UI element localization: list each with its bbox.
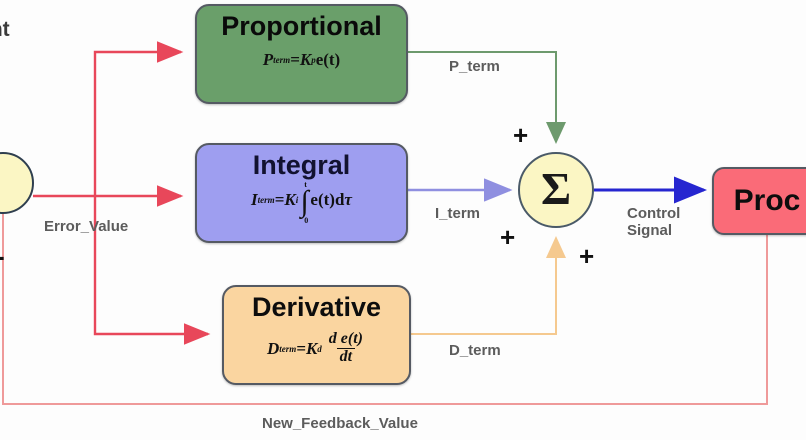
i-formula-lhs: I: [251, 189, 258, 209]
derivative-numerator: d e(t): [328, 330, 363, 348]
derivative-fraction: d e(t) dt: [326, 331, 366, 366]
label-control-signal-line1: Control: [627, 205, 681, 222]
d-formula-gain-sub: d: [317, 343, 322, 354]
label-control-signal: Control Signal: [627, 205, 680, 240]
i-formula-rhs: e(t)d: [310, 189, 345, 209]
block-integral-title: Integral: [252, 150, 351, 180]
i-formula-gain-sub: i: [295, 194, 299, 205]
p-formula-lhs-sub: term: [273, 55, 291, 66]
feedback-line: [2, 214, 768, 405]
p-term-line: [408, 51, 566, 144]
i-formula-lhs-sub: term: [257, 194, 275, 205]
error-minus-icon: -: [0, 243, 5, 269]
integral-upper-limit: t: [304, 180, 307, 190]
error-to-proportional-line: [93, 41, 184, 196]
i-formula-gain: K: [284, 189, 296, 209]
sum-plus-top-icon: +: [513, 120, 529, 150]
sum-plus-bottom-icon: +: [579, 241, 595, 271]
integral-lower-limit: 0: [304, 215, 309, 225]
block-process-title: Proc: [733, 184, 801, 218]
p-formula-gain-sub: p: [311, 55, 316, 66]
label-p-term: P_term: [449, 58, 500, 75]
p-formula-lhs: P: [262, 50, 274, 70]
block-derivative-title: Derivative: [251, 292, 382, 322]
label-i-term: I_term: [435, 205, 481, 222]
label-new-feedback-value: New_Feedback_Value: [262, 415, 418, 432]
d-formula-lhs-sub: term: [279, 343, 297, 354]
sum-plus-left-icon: +: [500, 222, 516, 252]
summation-node[interactable]: Σ: [518, 152, 594, 228]
label-setpoint: int: [0, 18, 10, 41]
sigma-icon: Σ: [540, 163, 572, 214]
block-proportional-title: Proportional: [221, 11, 382, 41]
error-path-group: [33, 41, 211, 345]
d-formula-gain: K: [305, 338, 318, 358]
i-formula-eq: =: [274, 189, 285, 209]
label-error-value: Error_Value: [44, 218, 129, 235]
d-formula-lhs: D: [266, 338, 280, 358]
d-term-line: [411, 236, 566, 335]
i-formula-tau: τ: [344, 189, 352, 209]
p-formula-eq: =: [290, 50, 300, 70]
d-formula-eq: =: [296, 338, 306, 358]
error-to-derivative-line: [93, 196, 211, 345]
label-control-signal-line2: Signal: [627, 222, 673, 240]
p-formula-rhs: e(t): [315, 50, 341, 70]
label-d-term: D_term: [449, 342, 501, 359]
derivative-denominator: dt: [336, 348, 356, 366]
p-formula-gain: K: [299, 50, 312, 70]
block-process[interactable]: Proc: [712, 167, 806, 235]
